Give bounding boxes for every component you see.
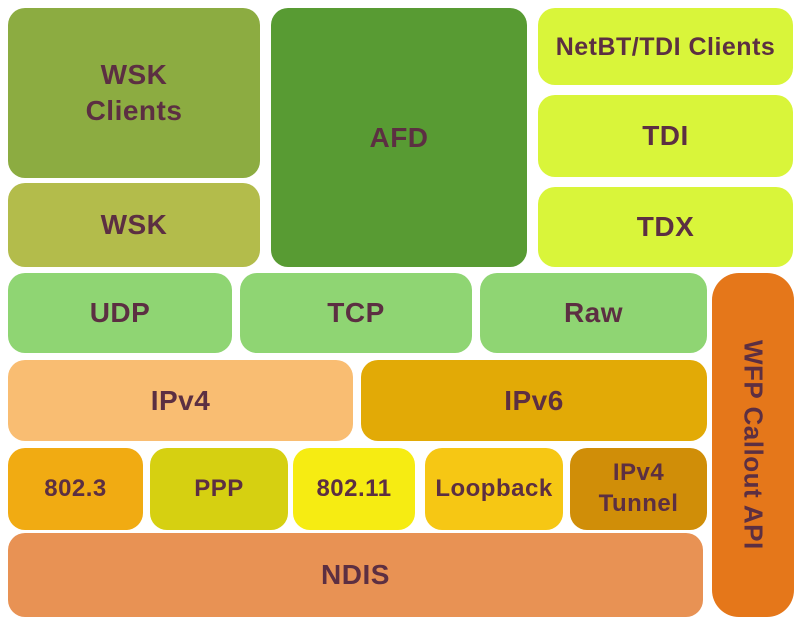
box-ipv4-tunnel: IPv4 Tunnel <box>570 448 707 530</box>
box-loopback: Loopback <box>425 448 563 530</box>
box-ppp-label: PPP <box>194 474 244 502</box>
box-ipv4: IPv4 <box>8 360 353 441</box>
box-wsk-clients-label: WSK Clients <box>85 59 183 126</box>
box-udp: UDP <box>8 273 232 353</box>
box-loopback-label: Loopback <box>435 474 553 502</box>
box-tdi: TDI <box>538 95 793 177</box>
box-raw-label: Raw <box>563 297 624 329</box>
box-tcp: TCP <box>240 273 472 353</box>
box-wsk-clients: WSK Clients <box>8 8 260 178</box>
box-ipv6: IPv6 <box>361 360 707 441</box>
box-afd: AFD <box>271 8 527 267</box>
box-ppp: PPP <box>150 448 288 530</box>
box-tdx: TDX <box>538 187 793 267</box>
box-ndis-label: NDIS <box>321 559 390 591</box>
box-wsk: WSK <box>8 183 260 267</box>
box-802-11: 802.11 <box>293 448 415 530</box>
box-tdx-label: TDX <box>636 211 695 243</box>
box-ipv4-label: IPv4 <box>150 384 211 416</box>
box-wfp-callout-api-label: WFP Callout API <box>738 340 769 550</box>
box-ndis: NDIS <box>8 533 703 617</box>
box-udp-label: UDP <box>89 297 151 329</box>
box-tcp-label: TCP <box>327 297 385 329</box>
box-wfp-callout-api: WFP Callout API <box>712 273 794 617</box>
box-ipv6-label: IPv6 <box>504 384 564 416</box>
box-ipv4-tunnel-label: IPv4 Tunnel <box>598 459 679 517</box>
box-raw: Raw <box>480 273 707 353</box>
box-netbt-tdi-clients: NetBT/TDI Clients <box>538 8 793 85</box>
box-afd-label: AFD <box>369 121 429 153</box>
box-tdi-label: TDI <box>642 120 689 152</box>
box-netbt-tdi-clients-label: NetBT/TDI Clients <box>555 32 776 61</box>
box-802-11-label: 802.11 <box>316 474 392 502</box>
box-802-3-label: 802.3 <box>44 474 107 502</box>
box-wsk-label: WSK <box>100 209 168 241</box>
box-802-3: 802.3 <box>8 448 143 530</box>
